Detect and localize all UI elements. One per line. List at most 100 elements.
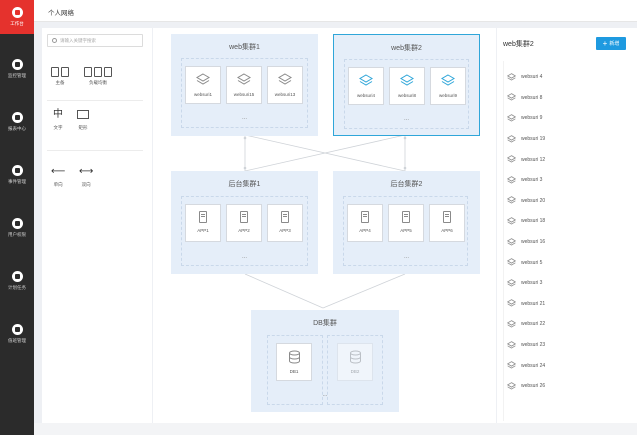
search-icon [52, 38, 57, 43]
list-item-label: websuri 21 [521, 300, 546, 307]
list-item-label: websuri 26 [521, 383, 546, 390]
server-icon [240, 211, 248, 223]
list-item[interactable]: websuri 8 [507, 88, 629, 109]
app-node[interactable]: APP2 [226, 204, 262, 242]
layers-icon [278, 73, 292, 85]
footer-bar [34, 423, 637, 435]
app-node[interactable]: APP5 [388, 204, 424, 242]
shape-label: 主备 [55, 80, 65, 85]
server-node[interactable]: websuri8 [389, 67, 425, 105]
nav-item-monitor[interactable]: 监控管理 [0, 52, 34, 86]
cluster-web-2[interactable]: web集群2 websuri4 websuri8 websuri9 ... [333, 34, 480, 136]
cluster-backend-2[interactable]: 后台集群2 APP4 APP5 APP6 ... [333, 171, 480, 274]
nav-item-label: 工作台 [10, 21, 24, 26]
node-label: websuri1 [193, 92, 212, 97]
cluster-web-1[interactable]: web集群1 websuri1 websuri15 websuri13 ... [171, 34, 318, 136]
node-label: APP6 [441, 228, 453, 233]
shape-two-way-arrow[interactable]: ⟷ 双向 [79, 165, 93, 188]
cluster-title: web集群1 [229, 44, 260, 51]
layers-icon [507, 134, 516, 143]
nav-item-events[interactable]: 事件管理 [0, 158, 34, 192]
cluster-title: 后台集群1 [228, 181, 261, 188]
database-icon [288, 350, 300, 364]
list-item[interactable]: websuri 26 [507, 376, 629, 397]
nav-item-workbench[interactable]: 工作台 [0, 0, 34, 34]
shape-load-balance[interactable]: 负载均衡 [84, 63, 112, 86]
cluster-title: 后台集群2 [390, 181, 423, 188]
db-node[interactable]: DB1 [276, 343, 312, 381]
list-item[interactable]: websuri 19 [507, 129, 629, 150]
shape-one-way-arrow[interactable]: ⟵ 单向 [51, 165, 65, 188]
cluster-db[interactable]: DB集群 DB1 DB2 ... [251, 310, 399, 412]
list-item[interactable]: websuri 23 [507, 335, 629, 356]
page-title: 个人网络 [48, 10, 74, 17]
app-node[interactable]: APP3 [267, 204, 303, 242]
shape-text[interactable]: 中 文字 [53, 108, 63, 131]
layers-icon [441, 74, 455, 86]
nav-item-reports[interactable]: 报表中心 [0, 105, 34, 139]
list-item[interactable]: websuri 18 [507, 211, 629, 232]
list-item[interactable]: websuri 16 [507, 232, 629, 253]
plus-icon: + [602, 38, 608, 48]
arrow-both-icon: ⟷ [79, 166, 94, 177]
list-item[interactable]: websuri 3 [507, 170, 629, 191]
database-icon [349, 350, 361, 364]
cluster-title: DB集群 [313, 320, 337, 327]
node-label: websuri9 [438, 93, 457, 98]
layers-icon [507, 217, 516, 225]
node-label: websuri4 [356, 93, 375, 98]
layers-icon [507, 93, 516, 101]
list-item[interactable]: websuri 9 [507, 108, 629, 129]
list-item[interactable]: websuri 5 [507, 252, 629, 273]
layers-icon [507, 340, 516, 349]
app-node[interactable]: APP1 [185, 204, 221, 242]
list-item[interactable]: websuri 3 [507, 273, 629, 294]
server-node[interactable]: websuri4 [348, 67, 384, 105]
node-label: DB1 [289, 369, 299, 374]
list-item[interactable]: websuri 12 [507, 149, 629, 170]
list-item[interactable]: websuri 4 [507, 67, 629, 88]
gauge-icon [11, 7, 23, 18]
nav-item-tasks[interactable]: 计划任务 [0, 264, 34, 298]
event-icon [11, 165, 23, 176]
shape-master-backup[interactable]: 主备 [51, 63, 69, 86]
text-glyph-icon: 中 [53, 109, 63, 120]
list-item[interactable]: websuri 21 [507, 294, 629, 315]
layers-icon [507, 175, 516, 184]
layers-icon [507, 155, 516, 163]
cluster-backend-1[interactable]: 后台集群1 APP1 APP2 APP3 ... [171, 171, 318, 274]
app-node[interactable]: APP6 [429, 204, 465, 242]
app-node[interactable]: APP4 [347, 204, 383, 242]
cluster-node-area [343, 196, 468, 266]
cluster-title: web集群2 [391, 45, 422, 52]
nav-item-duty[interactable]: 值班管理 [0, 317, 34, 351]
nav-item-users[interactable]: 用户权限 [0, 211, 34, 245]
task-icon [11, 271, 23, 282]
shape-rectangle[interactable]: 矩形 [77, 108, 89, 131]
server-icon [361, 211, 369, 223]
server-node[interactable]: websuri15 [226, 66, 262, 104]
server-icon [443, 211, 451, 223]
layers-icon [400, 74, 414, 86]
nav-item-label: 报表中心 [8, 126, 26, 131]
list-item-label: websuri 18 [521, 218, 546, 225]
server-node[interactable]: websuri9 [430, 67, 466, 105]
search-input[interactable]: 请输入关键字搜索 [47, 34, 143, 47]
list-item[interactable]: websuri 22 [507, 314, 629, 335]
list-item-label: websuri 5 [521, 259, 543, 266]
server-icon [402, 211, 410, 223]
layers-icon [507, 278, 516, 287]
db-node[interactable]: DB2 [337, 343, 373, 381]
layers-icon [507, 237, 516, 246]
layers-icon [359, 74, 373, 86]
node-label: APP2 [238, 228, 250, 233]
server-node[interactable]: websuri13 [267, 66, 303, 104]
add-button[interactable]: + 新增 [596, 37, 626, 50]
list-item[interactable]: websuri 20 [507, 191, 629, 212]
layers-icon [507, 72, 516, 81]
server-node[interactable]: websuri1 [185, 66, 221, 104]
topology-canvas[interactable]: web集群1 websuri1 websuri15 websuri13 ... … [152, 28, 497, 423]
divider [47, 100, 143, 101]
list-item[interactable]: websuri 24 [507, 355, 629, 376]
